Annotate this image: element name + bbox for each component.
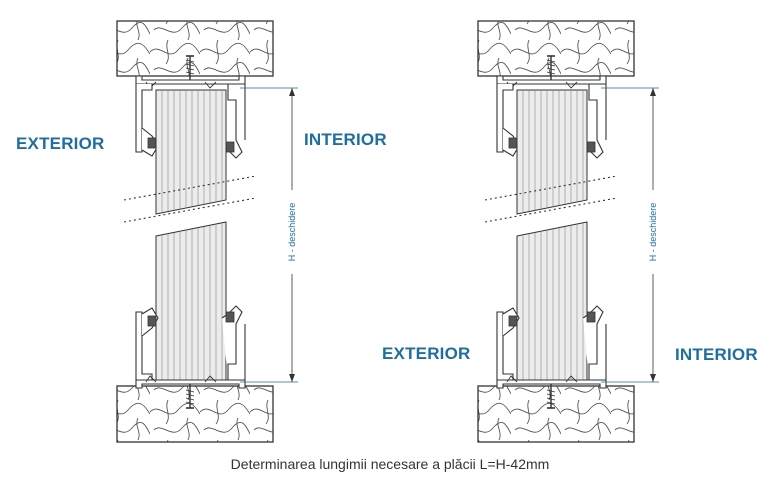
left-dimension-label: H - deschidere: [287, 203, 297, 262]
left-detail-drawing: [116, 20, 299, 443]
right-detail-drawing: [477, 20, 660, 443]
left-interior-label: INTERIOR: [304, 130, 387, 149]
right-interior-label: INTERIOR: [675, 345, 758, 364]
figure-caption: Determinarea lungimii necesare a plăcii …: [230, 456, 550, 472]
right-dimension-label: H - deschidere: [648, 203, 658, 262]
right-exterior-label: EXTERIOR: [382, 344, 471, 363]
left-exterior-label: EXTERIOR: [16, 134, 105, 153]
